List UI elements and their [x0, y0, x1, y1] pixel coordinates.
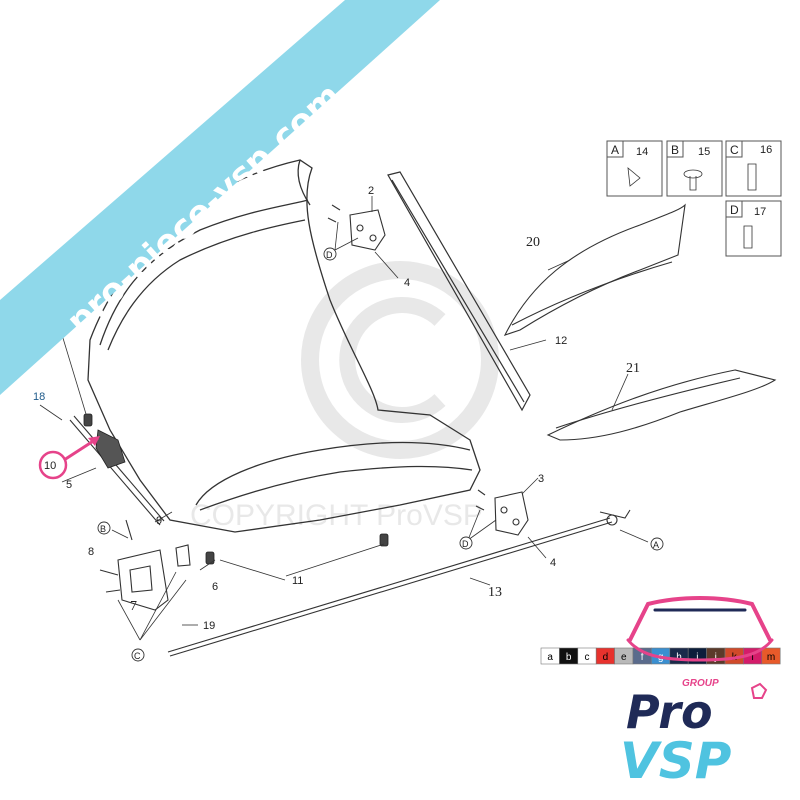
copyright-watermark: COPYRIGHT ProVSP: [190, 261, 499, 532]
label-part-10: 10: [44, 460, 56, 472]
label-part-19: 19: [203, 620, 215, 632]
part-number-labels: 1 2 3 4 4 5 6 7 8 9 10 11 11 12 13 18 19…: [33, 153, 640, 632]
ribbon-url: pro-piece-vsp.com: [59, 76, 349, 342]
label-part-5: 5: [66, 479, 72, 491]
legend-letter-d: D: [730, 203, 739, 217]
legend-box-b: B 15: [666, 140, 723, 197]
ribbon-band: [0, 0, 440, 395]
callout-c: C: [134, 651, 141, 661]
car-outline-icon: [626, 596, 774, 662]
label-part-3: 3: [538, 473, 544, 485]
decor-strip-21: [546, 369, 777, 441]
label-part-18: 18: [33, 391, 45, 403]
legend-letter-c: C: [730, 143, 739, 157]
swatch-letter-b: b: [566, 652, 572, 663]
swatch-letter-a: a: [547, 652, 553, 663]
swatch-letter-j: j: [714, 652, 717, 663]
swatch-c: c: [577, 647, 597, 665]
decor-strip-20: [503, 203, 686, 336]
swatch-letter-e: e: [621, 652, 627, 663]
legend-letter-a: A: [611, 143, 619, 157]
legend-number-16: 16: [760, 144, 772, 156]
seal-strip: [387, 171, 531, 412]
legend-box-c: C 16: [725, 140, 782, 197]
swatch-letter-m: m: [767, 652, 775, 663]
callout-b: B: [100, 524, 106, 534]
label-part-9: 9: [156, 515, 162, 527]
swatch-h: h: [669, 647, 689, 665]
hinge-upper: [327, 204, 386, 251]
release-cable: [167, 509, 631, 657]
legend-box-a: A 14: [606, 140, 663, 197]
label-part-2: 2: [368, 185, 374, 197]
bolt-b-icon: [683, 169, 703, 179]
callout-d-lower: D: [462, 539, 469, 549]
label-part-4-lower: 4: [550, 557, 556, 569]
copyright-text: COPYRIGHT ProVSP: [190, 499, 483, 532]
swatch-m: m: [761, 647, 781, 665]
callout-a: A: [653, 540, 659, 550]
logo-hexagon-icon: [750, 682, 768, 699]
label-part-8: 8: [88, 546, 94, 558]
swatch-d: d: [595, 647, 615, 665]
swatch-j: j: [706, 647, 726, 665]
callout-d-upper: D: [326, 250, 333, 260]
label-part-6: 6: [212, 581, 218, 593]
legend-number-15: 15: [698, 146, 710, 158]
hinge-lower: [475, 489, 529, 536]
label-part-11-lower: 11: [292, 575, 303, 587]
fastener-callouts: D D B C A: [97, 247, 664, 662]
swatch-letter-i: i: [696, 652, 698, 663]
swatch-letter-c: c: [585, 652, 590, 663]
logo-vsp-text: VSP: [620, 732, 731, 790]
swatch-letter-f: f: [641, 652, 644, 663]
label-part-7: 7: [130, 599, 137, 614]
label-part-13: 13: [488, 585, 502, 600]
bonnet-lock: [99, 519, 191, 611]
label-part-12: 12: [555, 335, 567, 347]
logo-group-text: GROUP: [682, 678, 719, 689]
bonnet-strut: [69, 415, 165, 526]
swatch-letter-d: d: [603, 652, 609, 663]
legend-box-d: D 17: [725, 200, 782, 257]
legend-number-17: 17: [754, 206, 766, 218]
bolt-c-icon: [747, 163, 757, 191]
swatch-a: a: [540, 647, 560, 665]
legend-letter-b: B: [671, 143, 679, 157]
fastener-legend: A 14 B 15 C 16 D 17: [606, 140, 782, 257]
swatch-i: i: [687, 647, 707, 665]
bonnet-panel: [87, 159, 481, 533]
swatch-letter-l: l: [751, 652, 753, 663]
label-part-4-upper: 4: [404, 277, 410, 289]
swatch-letter-h: h: [676, 652, 682, 663]
label-part-21: 21: [626, 361, 640, 376]
logo-pro-text: Pro: [626, 685, 713, 739]
label-part-20: 20: [526, 235, 540, 250]
website-ribbon: pro-piece-vsp.com: [0, 0, 440, 395]
swatch-e: e: [614, 647, 634, 665]
part-10-highlight: [38, 429, 126, 480]
bolt-d-icon: [743, 225, 753, 249]
swatch-b: b: [559, 647, 579, 665]
legend-number-14: 14: [636, 146, 648, 158]
screw-a-icon: [627, 167, 641, 187]
provsp-logo: GROUP Pro VSP: [620, 596, 774, 790]
